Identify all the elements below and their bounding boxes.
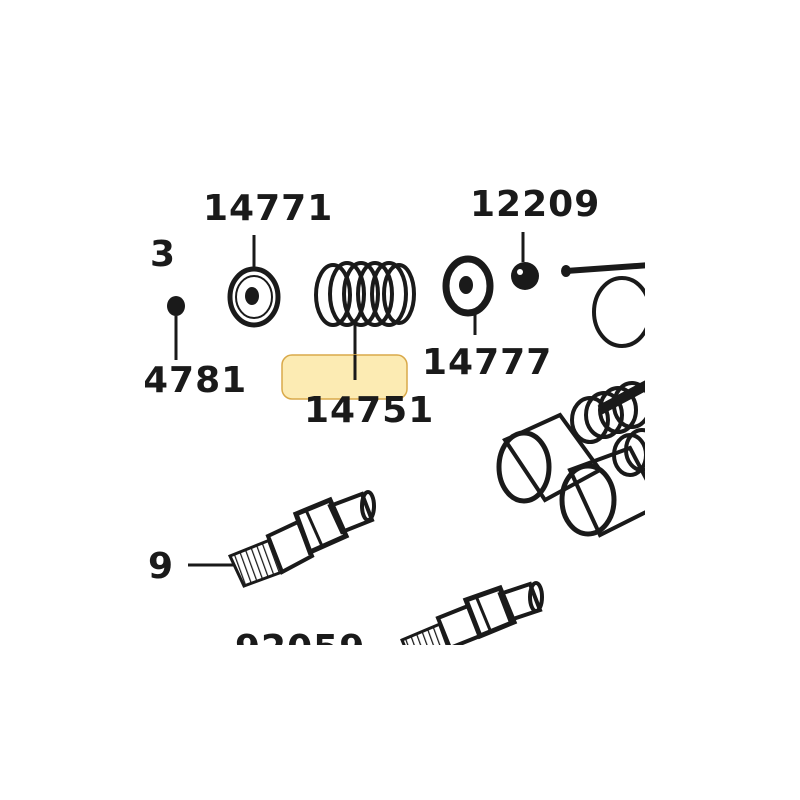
highlight-box-14751 (281, 354, 408, 400)
label-14771: 14771 (203, 188, 333, 229)
label-14777: 14777 (422, 342, 552, 383)
cap-12209-part[interactable] (511, 232, 539, 290)
label-3-partial: 3 (150, 234, 176, 275)
ring-14777-part[interactable] (442, 255, 494, 335)
label-12209: 12209 (470, 184, 600, 225)
label-bottom-partial: 92059 (235, 628, 365, 669)
label-14781-partial: 4781 (143, 360, 247, 401)
bolt-9-part[interactable] (188, 490, 376, 588)
label-14751: 14751 (304, 390, 434, 431)
retainer-14781-part[interactable] (167, 296, 185, 360)
bolt-bottom-part[interactable] (400, 581, 544, 664)
label-9-partial: 9 (148, 546, 174, 587)
plunger-assembly (496, 380, 645, 538)
washer-14771-part[interactable] (227, 235, 281, 328)
pin-ring-assembly (561, 262, 645, 348)
